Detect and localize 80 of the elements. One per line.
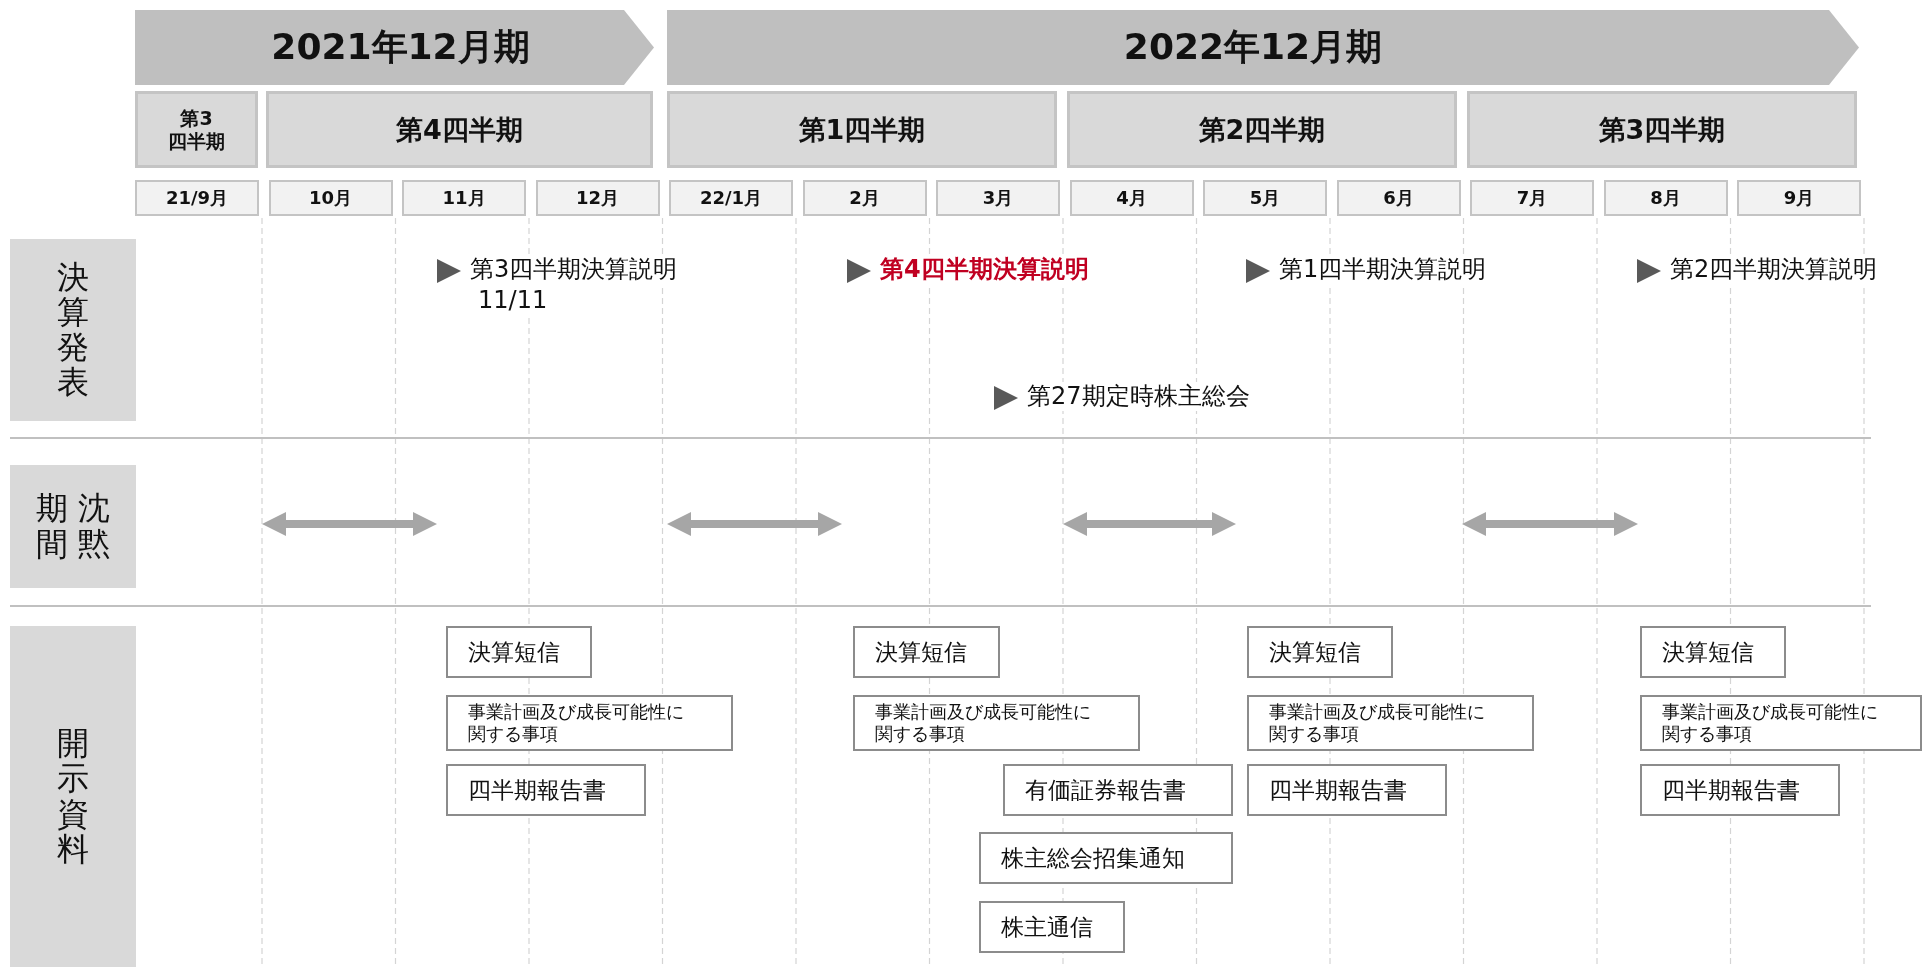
month-label: 22/1月: [699, 186, 763, 210]
event-label: 第4四半期決算説明: [880, 255, 1089, 284]
document-box: [446, 626, 592, 678]
row-header: [10, 626, 136, 967]
month-header: [1603, 180, 1728, 216]
month-label: 9月: [1783, 186, 1815, 210]
document-title: 事業計画及び成長可能性に関する事項: [468, 701, 684, 745]
document-box: [446, 695, 733, 751]
document-box: [446, 764, 646, 816]
document-box: [1640, 764, 1840, 816]
month-label: 7月: [1516, 186, 1548, 210]
month-header: [669, 180, 793, 216]
quarter-label: 第4四半期: [396, 112, 523, 147]
document-box: [1003, 764, 1233, 816]
document-title: 四半期報告書: [468, 775, 606, 805]
document-title: 四半期報告書: [1662, 775, 1800, 805]
event-label: 第1四半期決算説明: [1279, 255, 1487, 284]
document-title: 決算短信: [1269, 637, 1361, 667]
quarter-header: [135, 91, 258, 168]
month-header: [535, 180, 660, 216]
document-title: 事業計画及び成長可能性に関する事項: [875, 701, 1091, 745]
month-header: [1470, 180, 1594, 216]
row-header: [10, 239, 136, 421]
document-box: [853, 695, 1140, 751]
month-label: 11月: [442, 186, 486, 210]
month-label: 2月: [849, 186, 880, 210]
document-title: 四半期報告書: [1269, 775, 1407, 805]
month-label: 8月: [1650, 186, 1681, 210]
document-title: 決算短信: [468, 637, 560, 667]
month-label: 10月: [308, 186, 353, 210]
month-header: [1737, 180, 1861, 216]
document-title: 事業計画及び成長可能性に関する事項: [1269, 701, 1485, 745]
row-heading: 沈黙期間: [36, 491, 110, 562]
quarter-header: [1067, 91, 1457, 168]
event-label: 第2四半期決算説明: [1670, 255, 1878, 284]
month-header: [1336, 180, 1461, 216]
period-label: 2022年12月期: [1123, 25, 1383, 69]
event-label: 第3四半期決算説明: [470, 255, 678, 284]
month-header: [1203, 180, 1327, 216]
quarter-header: [667, 91, 1057, 168]
document-box: [979, 832, 1233, 884]
event-label: 第27期定時株主総会: [1027, 382, 1250, 411]
row-heading: 開示資料: [57, 726, 89, 867]
document-box: [1247, 626, 1393, 678]
month-label: 12月: [575, 186, 620, 210]
document-title: 株主通信: [1001, 912, 1093, 942]
month-label: 6月: [1383, 186, 1414, 210]
quarter-label: 第1四半期: [798, 112, 926, 147]
document-title: 事業計画及び成長可能性に関する事項: [1662, 701, 1878, 745]
quarter-header: [1467, 91, 1857, 168]
month-header: [135, 180, 259, 216]
document-title: 決算短信: [1662, 637, 1754, 667]
month-label: 3月: [982, 186, 1014, 210]
month-header: [402, 180, 526, 216]
document-title: 決算短信: [875, 637, 967, 667]
month-header: [268, 180, 393, 216]
quarter-header: [266, 91, 653, 168]
period-banner: [135, 10, 654, 85]
month-label: 21/9月: [165, 186, 229, 210]
document-box: [1247, 764, 1447, 816]
quarter-label: 第3四半期: [1598, 112, 1726, 147]
quarter-label: 第2四半期: [1198, 112, 1326, 147]
document-box: [1640, 695, 1922, 751]
month-header: [1069, 180, 1194, 216]
month-header: [802, 180, 927, 216]
month-header: [936, 180, 1060, 216]
row-heading: 決算発表: [57, 259, 89, 401]
document-box: [1640, 626, 1786, 678]
period-banner: [667, 10, 1859, 85]
document-box: [853, 626, 1000, 678]
period-label: 2021年12月期: [271, 25, 530, 69]
month-label: 5月: [1249, 186, 1281, 210]
quarter-label: 第3四半期: [168, 106, 225, 153]
row-header: [10, 465, 136, 588]
document-box: [1247, 695, 1534, 751]
date-label: 11/11: [478, 286, 548, 315]
document-title: 株主総会招集通知: [1001, 843, 1185, 873]
document-box: [979, 901, 1125, 953]
month-label: 4月: [1116, 186, 1147, 210]
document-title: 有価証券報告書: [1025, 775, 1186, 805]
